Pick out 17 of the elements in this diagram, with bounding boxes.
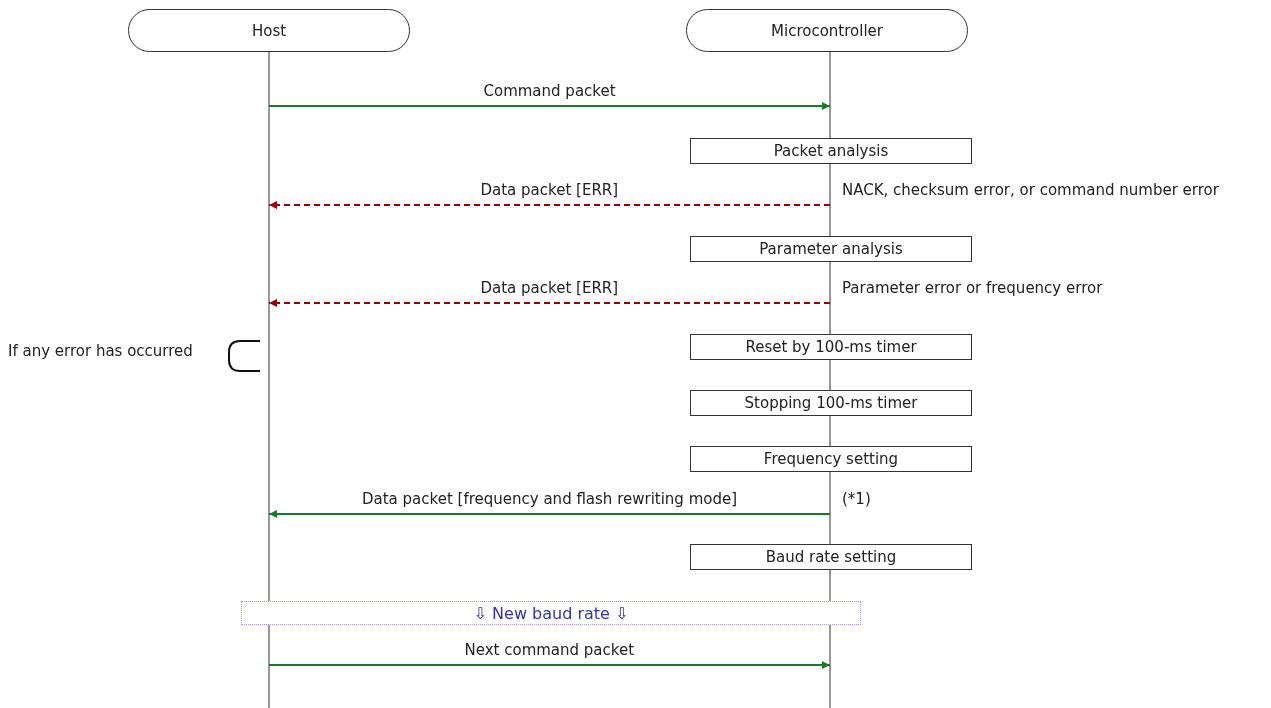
- note-text: If any error has occurred: [8, 342, 193, 360]
- arrow: [268, 661, 831, 669]
- arrow: [268, 299, 831, 307]
- note-text: (*1): [842, 490, 871, 508]
- arrow: [268, 102, 831, 110]
- edge-label: Data packet [frequency and flash rewriting mode]: [362, 490, 738, 508]
- arrow: [268, 510, 831, 518]
- note-text: NACK, checksum error, or command number error: [842, 181, 1219, 199]
- edge-label: Command packet: [483, 82, 616, 100]
- arrow: [268, 201, 831, 209]
- edge-label: Next command packet: [464, 641, 635, 659]
- separator-band: ⇩ New baud rate ⇩: [241, 601, 861, 625]
- participant-box: Microcontroller: [686, 9, 968, 52]
- edge-label: Data packet [ERR]: [480, 279, 619, 297]
- participant-box: Host: [128, 9, 410, 52]
- edge-label: Data packet [ERR]: [480, 181, 619, 199]
- note-text: Parameter error or frequency error: [842, 279, 1103, 297]
